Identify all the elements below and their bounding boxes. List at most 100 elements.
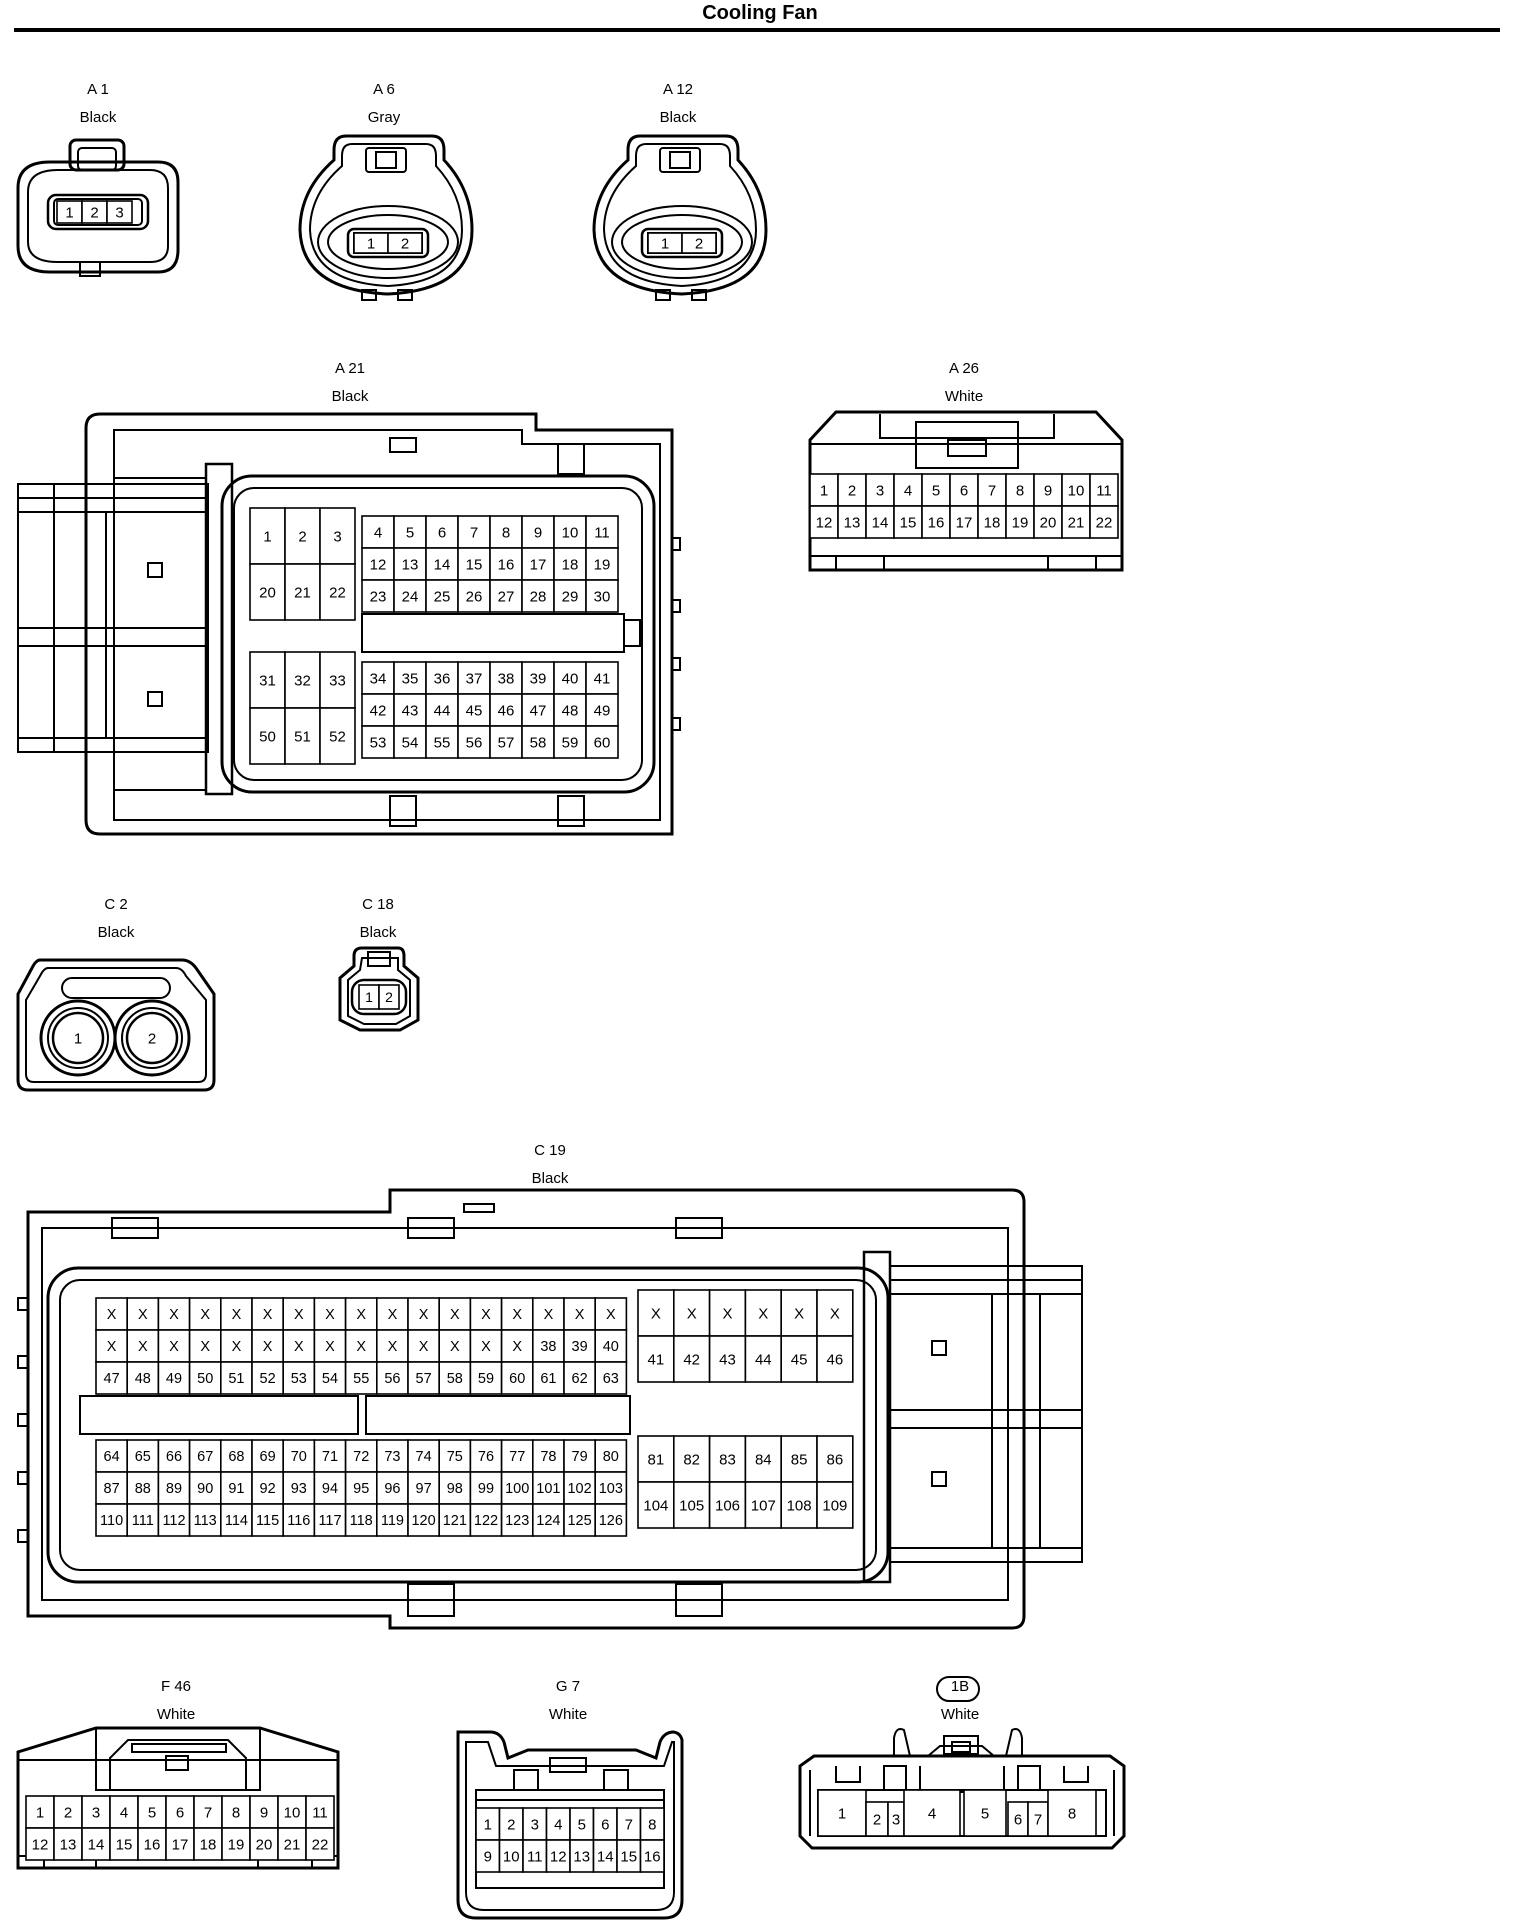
a21-pin-59: 59: [553, 725, 587, 759]
a1-pin-3-box: [106, 200, 133, 224]
a21-pin-54: 54: [393, 725, 427, 759]
c19-pin-80-box: [594, 1439, 628, 1473]
c19-pin-X: X: [563, 1297, 597, 1331]
a1-pin-1: 1: [56, 200, 83, 224]
c18-pin-1-label: 1: [365, 989, 373, 1005]
a21-pin-49-label: 49: [594, 702, 611, 719]
a21-pin-6: 6: [425, 515, 459, 549]
f46-pin-13: 13: [53, 1827, 83, 1861]
c19-pin-49-box: [157, 1361, 191, 1395]
c19-pin-125-label: 125: [567, 1513, 591, 1529]
g7-pin-1-label: 1: [484, 1816, 492, 1833]
c19-pin-45-label: 45: [791, 1351, 808, 1368]
a26-pin-15-box: [893, 505, 923, 539]
a21-pin-15-box: [457, 547, 491, 581]
c19-pin-76-label: 76: [478, 1449, 494, 1465]
connector-1b-oval: [936, 1676, 980, 1702]
a26-pin-16-label: 16: [928, 514, 945, 531]
c19-pin-43: 43: [708, 1335, 747, 1383]
c19-pin-91-box: [220, 1471, 253, 1505]
c19-pin-X-box: [594, 1297, 628, 1331]
a12-pin-2-box: [681, 232, 717, 254]
c19-pin-63: 63: [594, 1361, 628, 1395]
c19-pin-118-box: [344, 1503, 378, 1537]
c19-pin-X: X: [157, 1297, 191, 1331]
a21-pin-9: 9: [521, 515, 555, 549]
a21-pin-57: 57: [489, 725, 523, 759]
c19-pin-80: 80: [594, 1439, 628, 1473]
1b-pin-6: 6: [1007, 1801, 1029, 1837]
a21-pin-8-box: [489, 515, 523, 549]
c19-pin-X: X: [344, 1329, 378, 1363]
a21-pin-49: 49: [585, 693, 619, 727]
c2-pin-1: 1: [74, 1030, 82, 1047]
f46-pin-18-label: 18: [200, 1836, 217, 1853]
a26-pin-6: 6: [949, 473, 979, 507]
g7-pin-5: 5: [569, 1807, 595, 1841]
a21-pin-42: 42: [361, 693, 395, 727]
c19-pin-67: 67: [188, 1439, 222, 1473]
c19-pin-51: 51: [220, 1361, 253, 1395]
1b-pin-2: 2: [865, 1801, 889, 1837]
a21-pin-54-label: 54: [402, 734, 419, 751]
connector-a1: [16, 138, 180, 277]
1b-pin-5-label: 5: [981, 1805, 989, 1822]
a21-pin-16: 16: [489, 547, 523, 581]
c19-pin-X-label: X: [512, 1307, 522, 1323]
c19-pin-42-box: [672, 1335, 711, 1383]
c19-pin-40-box: [594, 1329, 628, 1363]
c19-pin-X-label: X: [450, 1307, 460, 1323]
c19-pin-121-label: 121: [443, 1513, 467, 1529]
a26-pin-12-box: [809, 505, 839, 539]
a21-pin-59-label: 59: [562, 734, 579, 751]
g7-pin-7: 7: [616, 1807, 642, 1841]
a21-pin-20-label: 20: [259, 584, 276, 601]
c19-pin-X-box: [282, 1297, 316, 1331]
c19-pin-113: 113: [188, 1503, 222, 1537]
c19-pin-52-label: 52: [260, 1371, 276, 1387]
a21-pin-15-label: 15: [466, 556, 483, 573]
connector-c18-id: C 18: [362, 896, 394, 913]
c19-pin-84-box: [744, 1435, 783, 1483]
c19-pin-X-label: X: [356, 1339, 366, 1355]
c19-pin-X-box: [344, 1297, 378, 1331]
a21-pin-53-label: 53: [370, 734, 387, 751]
connector-g7-id: G 7: [555, 1678, 581, 1695]
f46-pin-7: 7: [193, 1795, 223, 1829]
c19-pin-74: 74: [407, 1439, 441, 1473]
g7-pin-9: 9: [475, 1839, 501, 1873]
c19-pin-126: 126: [594, 1503, 628, 1537]
c19-pin-114-label: 114: [225, 1513, 248, 1529]
c19-pin-X: X: [282, 1329, 316, 1363]
a26-pin-10-label: 10: [1068, 482, 1085, 499]
connector-a1-color: Black: [79, 109, 117, 126]
a21-pin-40: 40: [553, 661, 587, 695]
c19-pin-65-label: 65: [135, 1449, 151, 1465]
a21-pin-36-box: [425, 661, 459, 695]
c19-pin-60-box: [500, 1361, 534, 1395]
connector-a21-color: Black: [331, 388, 369, 405]
f46-pin-2-label: 2: [64, 1804, 72, 1821]
f46-pin-14-label: 14: [88, 1836, 105, 1853]
c19-pin-98-box: [438, 1471, 472, 1505]
c19-pin-X: X: [375, 1329, 409, 1363]
a21-pin-49-box: [585, 693, 619, 727]
a21-pin-8-label: 8: [502, 524, 510, 541]
c19-pin-95-label: 95: [353, 1481, 369, 1497]
c19-pin-118: 118: [344, 1503, 378, 1537]
c19-pin-53: 53: [282, 1361, 316, 1395]
a21-pin-30: 30: [585, 579, 619, 613]
c19-pin-X-box: [500, 1297, 534, 1331]
a6-pin-2: 2: [387, 232, 423, 254]
1b-pin-1-box: [817, 1789, 867, 1837]
c19-pin-96-box: [375, 1471, 409, 1505]
a21-pin-32: 32: [284, 651, 321, 709]
a26-pin-11-label: 11: [1096, 482, 1112, 499]
g7-pin-8-label: 8: [648, 1816, 656, 1833]
c19-pin-X-label: X: [294, 1339, 304, 1355]
c19-pin-94: 94: [313, 1471, 347, 1505]
c19-pin-X-box: [407, 1297, 441, 1331]
c19-pin-63-label: 63: [603, 1371, 619, 1387]
connector-c19-id: C 19: [534, 1142, 566, 1159]
c19-pin-86-box: [816, 1435, 854, 1483]
